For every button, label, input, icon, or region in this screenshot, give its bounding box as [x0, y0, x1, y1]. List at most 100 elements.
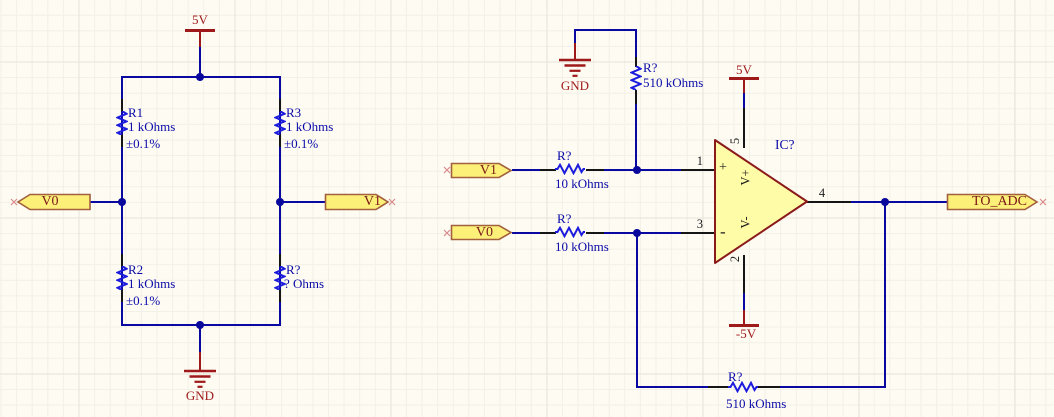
- r3-tol[interactable]: ±0.1%: [284, 136, 319, 151]
- r-in-v1-ref[interactable]: R?: [557, 148, 572, 163]
- resistor-r3[interactable]: [274, 111, 286, 135]
- opamp-body[interactable]: [712, 137, 810, 267]
- gnd-top-label[interactable]: GND: [560, 78, 590, 93]
- r-in-v0-ref[interactable]: R?: [557, 211, 572, 226]
- junction-dot: [633, 229, 641, 237]
- resistor-pin: [121, 289, 123, 302]
- wire[interactable]: [636, 386, 708, 388]
- r2-value[interactable]: 1 kOhms: [128, 276, 176, 291]
- wire[interactable]: [743, 293, 745, 310]
- r-feedback-ref[interactable]: R?: [728, 369, 743, 384]
- opamp-vminus-label: V-: [738, 216, 753, 229]
- wire[interactable]: [851, 201, 947, 203]
- r-pullup-value[interactable]: 510 kOhms: [643, 75, 704, 90]
- resistor-pin: [708, 386, 728, 388]
- opamp-pin-3: [681, 232, 715, 234]
- port-v0[interactable]: [16, 193, 92, 211]
- pin-number-1: 1: [696, 154, 703, 168]
- wire[interactable]: [199, 47, 201, 77]
- pin-number-3: 3: [696, 217, 703, 231]
- r-pullup-ref[interactable]: R?: [643, 60, 658, 75]
- resistor-r2[interactable]: [116, 266, 128, 290]
- power-bar-neg5v[interactable]: [729, 324, 759, 327]
- wire[interactable]: [635, 102, 637, 171]
- ic-ref[interactable]: IC?: [775, 137, 795, 152]
- resistor-in-v0[interactable]: [555, 226, 585, 238]
- port-v1-in-label: V1: [479, 163, 497, 178]
- wire[interactable]: [636, 233, 638, 388]
- opamp-pin-4: [807, 201, 851, 203]
- port-v1-in[interactable]: [450, 162, 513, 179]
- resistor-pin: [279, 99, 281, 112]
- junction-dot: [118, 198, 126, 206]
- gnd-stem: [199, 352, 201, 370]
- r1-ref[interactable]: R1: [128, 105, 144, 120]
- resistor-r1[interactable]: [116, 111, 128, 135]
- pin-number-2: 2: [728, 255, 742, 263]
- r3-value[interactable]: 1 kOhms: [286, 119, 334, 134]
- power-bar-5v-left[interactable]: [185, 29, 215, 32]
- port-x-marker: [10, 198, 18, 206]
- r3-ref[interactable]: R3: [286, 105, 302, 120]
- junction-dot: [196, 321, 204, 329]
- resistor-pin: [758, 386, 780, 388]
- resistor-pin: [121, 99, 123, 112]
- port-v1[interactable]: [324, 193, 390, 211]
- power-stem: [199, 31, 201, 47]
- opamp-pin-5: [743, 108, 745, 148]
- power-5v-left-label[interactable]: 5V: [192, 12, 208, 27]
- wire[interactable]: [574, 29, 637, 31]
- gnd-stem: [574, 43, 576, 59]
- r-feedback-value[interactable]: 510 kOhms: [726, 396, 787, 411]
- opamp-pin-1: [681, 169, 715, 171]
- resistor-pin: [586, 232, 604, 234]
- opamp-minus-sign: -: [720, 222, 726, 241]
- gnd-symbol[interactable]: [557, 58, 593, 80]
- wire[interactable]: [512, 169, 540, 171]
- port-v0-label: V0: [41, 194, 59, 209]
- power-stem: [743, 80, 745, 93]
- wire[interactable]: [635, 31, 637, 57]
- pin-number-5: 5: [728, 137, 742, 145]
- opamp-plus-sign: +: [719, 160, 727, 175]
- resistor-pin: [635, 57, 637, 67]
- wire[interactable]: [884, 202, 886, 388]
- port-x-marker: [443, 229, 451, 237]
- power-neg5v-label[interactable]: -5V: [735, 326, 757, 341]
- wire[interactable]: [604, 232, 681, 234]
- resistor-pin: [635, 90, 637, 104]
- r1-tol[interactable]: ±0.1%: [126, 136, 161, 151]
- r2-tol[interactable]: ±0.1%: [126, 293, 161, 308]
- r4-ref[interactable]: R?: [286, 262, 301, 277]
- wire[interactable]: [512, 232, 540, 234]
- resistor-feedback[interactable]: [728, 381, 758, 393]
- port-to-adc-label: TO_ADC: [972, 194, 1027, 209]
- wire[interactable]: [199, 326, 201, 352]
- wire[interactable]: [604, 169, 681, 171]
- wire[interactable]: [743, 93, 745, 108]
- wire[interactable]: [574, 30, 576, 43]
- r-in-v0-value[interactable]: 10 kOhms: [555, 239, 609, 254]
- opamp-vplus-label: V+: [738, 169, 753, 186]
- wire[interactable]: [281, 201, 325, 203]
- r-in-v1-value[interactable]: 10 kOhms: [555, 176, 609, 191]
- resistor-r4[interactable]: [274, 266, 286, 290]
- port-v0-in[interactable]: [450, 224, 513, 241]
- r4-value[interactable]: ? Ohms: [284, 276, 325, 291]
- wire[interactable]: [90, 201, 121, 203]
- junction-dot: [276, 198, 284, 206]
- wire[interactable]: [780, 386, 886, 388]
- power-stem: [743, 310, 745, 324]
- r1-value[interactable]: 1 kOhms: [128, 119, 176, 134]
- r2-ref[interactable]: R2: [128, 262, 144, 277]
- power-bar-5v-right[interactable]: [729, 77, 759, 80]
- resistor-pullup[interactable]: [630, 66, 642, 90]
- resistor-pin: [279, 289, 281, 302]
- gnd-symbol[interactable]: [182, 369, 218, 391]
- gnd-left-label[interactable]: GND: [185, 388, 215, 403]
- port-to-adc[interactable]: [946, 193, 1039, 211]
- resistor-in-v1[interactable]: [555, 163, 585, 175]
- power-5v-right-label[interactable]: 5V: [736, 62, 752, 77]
- junction-dot: [196, 73, 204, 81]
